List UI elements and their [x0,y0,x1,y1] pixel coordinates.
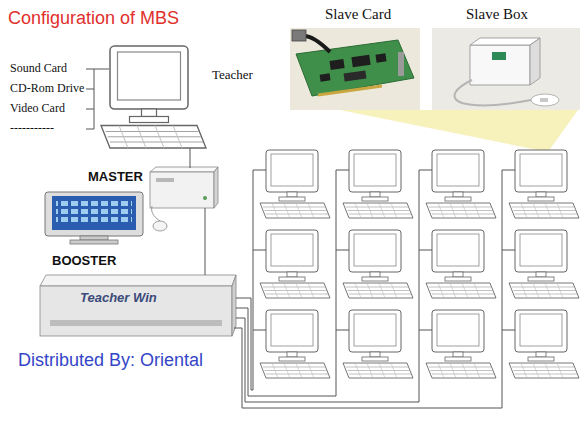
text-anchor: ----------- [10,122,54,136]
slave-box-picture [432,28,580,110]
master-box [150,167,218,231]
device-label: MASTER [88,170,143,185]
text-anchor: Teacher [212,68,253,83]
text-anchor: Slave Box [466,6,528,23]
network-wires [234,170,515,408]
callout-wedge [340,110,578,152]
teacher-computer-node: Teacher [98,46,206,148]
list-bracket [86,69,109,129]
device-label: Teacher [212,68,253,83]
device-label: Slave Card [325,6,391,23]
cable-connector [205,208,206,275]
distributor-note: Distributed By: Oriental [18,350,203,371]
equipment-item: CD-Rom Drive [10,82,84,96]
booster-node: BOOSTERTeacher Win [40,275,236,337]
booster-device [40,275,236,336]
equipment-item: Sound Card [10,62,67,76]
slave-card-picture [290,28,420,110]
text-anchor: Teacher Win [80,291,157,306]
device-label: BOOSTER [52,254,116,269]
text-anchor: CD-Rom Drive [10,82,84,96]
text-anchor: BOOSTER [52,254,116,269]
diagram-title: Configuration of MBS [8,8,179,29]
slave-card: Slave Card [290,28,420,110]
equipment-item: ----------- [10,122,54,136]
text-anchor: Configuration of MBS [8,8,179,29]
text-anchor: Sound Card [10,62,67,76]
text-anchor: Video Card [10,102,65,116]
text-anchor: Distributed By: Oriental [18,350,203,371]
master-monitor [45,192,143,244]
text-anchor: Slave Card [325,6,391,23]
slave-box: Slave Box [432,28,580,110]
text-anchor: MASTER [88,170,143,185]
equipment-item: Video Card [10,102,65,116]
device-label: Slave Box [466,6,528,23]
device-label: Teacher Win [80,291,157,306]
teacher-computer [101,46,206,148]
master-node: MASTER [150,168,218,208]
cable-connector [190,148,191,168]
